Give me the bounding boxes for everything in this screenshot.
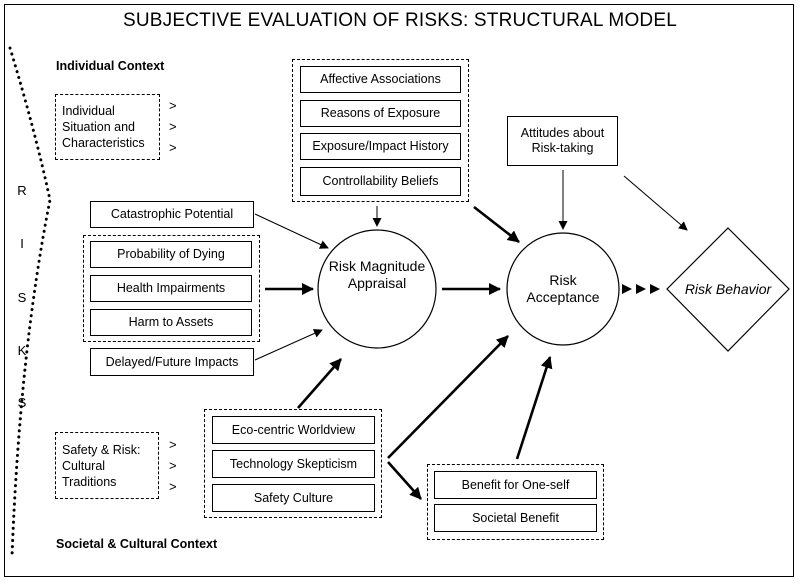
risk-acceptance-label: Risk Acceptance: [526, 272, 600, 305]
risk-behavior-label: Risk Behavior: [684, 281, 772, 297]
worldview-factor-group: [204, 409, 382, 518]
individual-context-heading: Individual Context: [56, 59, 165, 73]
catastrophic-potential-box: Catastrophic Potential: [90, 201, 254, 228]
affective-associations-box: Affective Associations: [300, 66, 461, 93]
arrow-benefit-acceptance: [515, 356, 553, 460]
chevron-icon: >: [169, 140, 177, 155]
appraisal-circle: [317, 229, 437, 349]
risks-letter: K: [17, 343, 27, 358]
harm-factor-group: [83, 235, 260, 342]
individual-situation-box: Individual Situation and Characteristics: [55, 94, 160, 160]
individual-situation-label: Individual Situation and Characteristics: [62, 104, 145, 150]
behavior-diamond: [666, 227, 790, 352]
cultural-traditions-label: Safety & Risk: Cultural Traditions: [62, 442, 141, 489]
reasons-of-exposure-box: Reasons of Exposure: [300, 100, 461, 127]
benefit-factor-group: [427, 464, 604, 540]
harm-to-assets-box: Harm to Assets: [90, 309, 252, 336]
eco-centric-worldview-box: Eco-centric Worldview: [212, 416, 375, 444]
exposure-history-box: Exposure/Impact History: [300, 133, 461, 160]
chevron-icon: >: [169, 119, 177, 134]
safety-culture-box: Safety Culture: [212, 484, 375, 512]
triple-arrowheads: [622, 284, 660, 294]
arrow-worldview-acceptance: [387, 335, 509, 459]
societal-context-heading: Societal & Cultural Context: [56, 537, 218, 551]
delayed-impacts-box: Delayed/Future Impacts: [90, 348, 254, 376]
attitudes-box: Attitudes about Risk-taking: [507, 116, 618, 166]
acceptance-circle: [506, 232, 620, 346]
controllability-beliefs-box: Controllability Beliefs: [300, 167, 461, 196]
arrow-delayed-appraisal: [254, 329, 323, 361]
arrow-worldview-appraisal: [297, 358, 342, 409]
arrow-topgroup-acceptance: [473, 205, 520, 244]
risk-appraisal-label: Risk Magnitude Appraisal: [328, 258, 426, 291]
diagram-title: SUBJECTIVE EVALUATION OF RISKS: STRUCTUR…: [122, 10, 677, 31]
arrow-worldview-benefit: [387, 461, 422, 500]
risks-letter: R: [17, 183, 27, 198]
benefit-for-oneself-box: Benefit for One-self: [434, 471, 597, 499]
chevron-icon: >: [169, 98, 177, 113]
technology-skepticism-box: Technology Skepticism: [212, 450, 375, 478]
diagram-frame: [4, 4, 794, 577]
risks-letter: S: [17, 290, 27, 305]
probability-of-dying-box: Probability of Dying: [90, 241, 252, 268]
health-impairments-box: Health Impairments: [90, 275, 252, 302]
chevron-icon: >: [169, 437, 177, 452]
societal-benefit-box: Societal Benefit: [434, 504, 597, 532]
cultural-traditions-box: Safety & Risk: Cultural Traditions: [55, 432, 159, 499]
chevron-icon: >: [169, 479, 177, 494]
arrow-catastrophic-appraisal: [254, 213, 329, 249]
risks-letter: S: [17, 395, 27, 410]
risks-dotted-curve: [8, 46, 52, 558]
risks-letter: I: [20, 236, 24, 251]
chevron-icon: >: [169, 458, 177, 473]
top-factor-group: [292, 59, 469, 202]
arrow-attitudes-behavior: [623, 175, 688, 231]
